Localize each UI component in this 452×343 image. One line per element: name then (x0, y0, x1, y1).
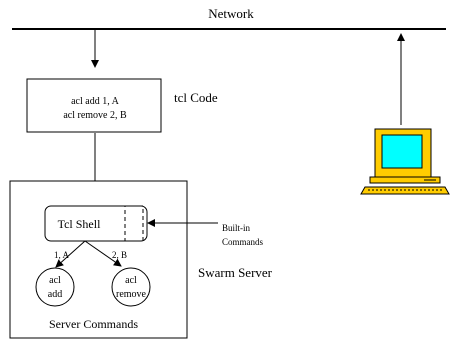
swarm-server-label: Swarm Server (198, 265, 273, 280)
tcl-shell-label: Tcl Shell (58, 217, 101, 231)
arrow-label-left: 1, A (54, 250, 70, 260)
server-commands-label: Server Commands (49, 317, 138, 331)
builtin-label-line-1: Built-in (222, 223, 251, 233)
tcl-code-line-2: acl remove 2, B (63, 110, 127, 121)
swarm-server-box (9, 180, 188, 339)
shell-to-add-arrow (55, 240, 86, 268)
acl-add-line-2: add (48, 289, 62, 300)
builtin-slot (124, 205, 144, 242)
computer-base (369, 176, 441, 184)
acl-remove-line-1: acl (125, 275, 137, 286)
acl-add-line-1: acl (49, 275, 61, 286)
acl-remove-command (111, 267, 151, 307)
network-label: Network (208, 6, 254, 21)
builtin-label-line-2: Commands (222, 237, 263, 247)
acl-add-command (35, 267, 75, 307)
arrow-label-right: 2, B (112, 250, 127, 260)
acl-remove-line-2: remove (116, 289, 147, 300)
computer-icon (360, 128, 450, 195)
tcl-code-line-1: acl add 1, A (71, 96, 120, 107)
monitor-screen (381, 134, 423, 169)
shell-to-remove-arrow (84, 240, 122, 267)
tcl-code-caption: tcl Code (174, 90, 218, 105)
tcl-code-box (26, 78, 162, 133)
